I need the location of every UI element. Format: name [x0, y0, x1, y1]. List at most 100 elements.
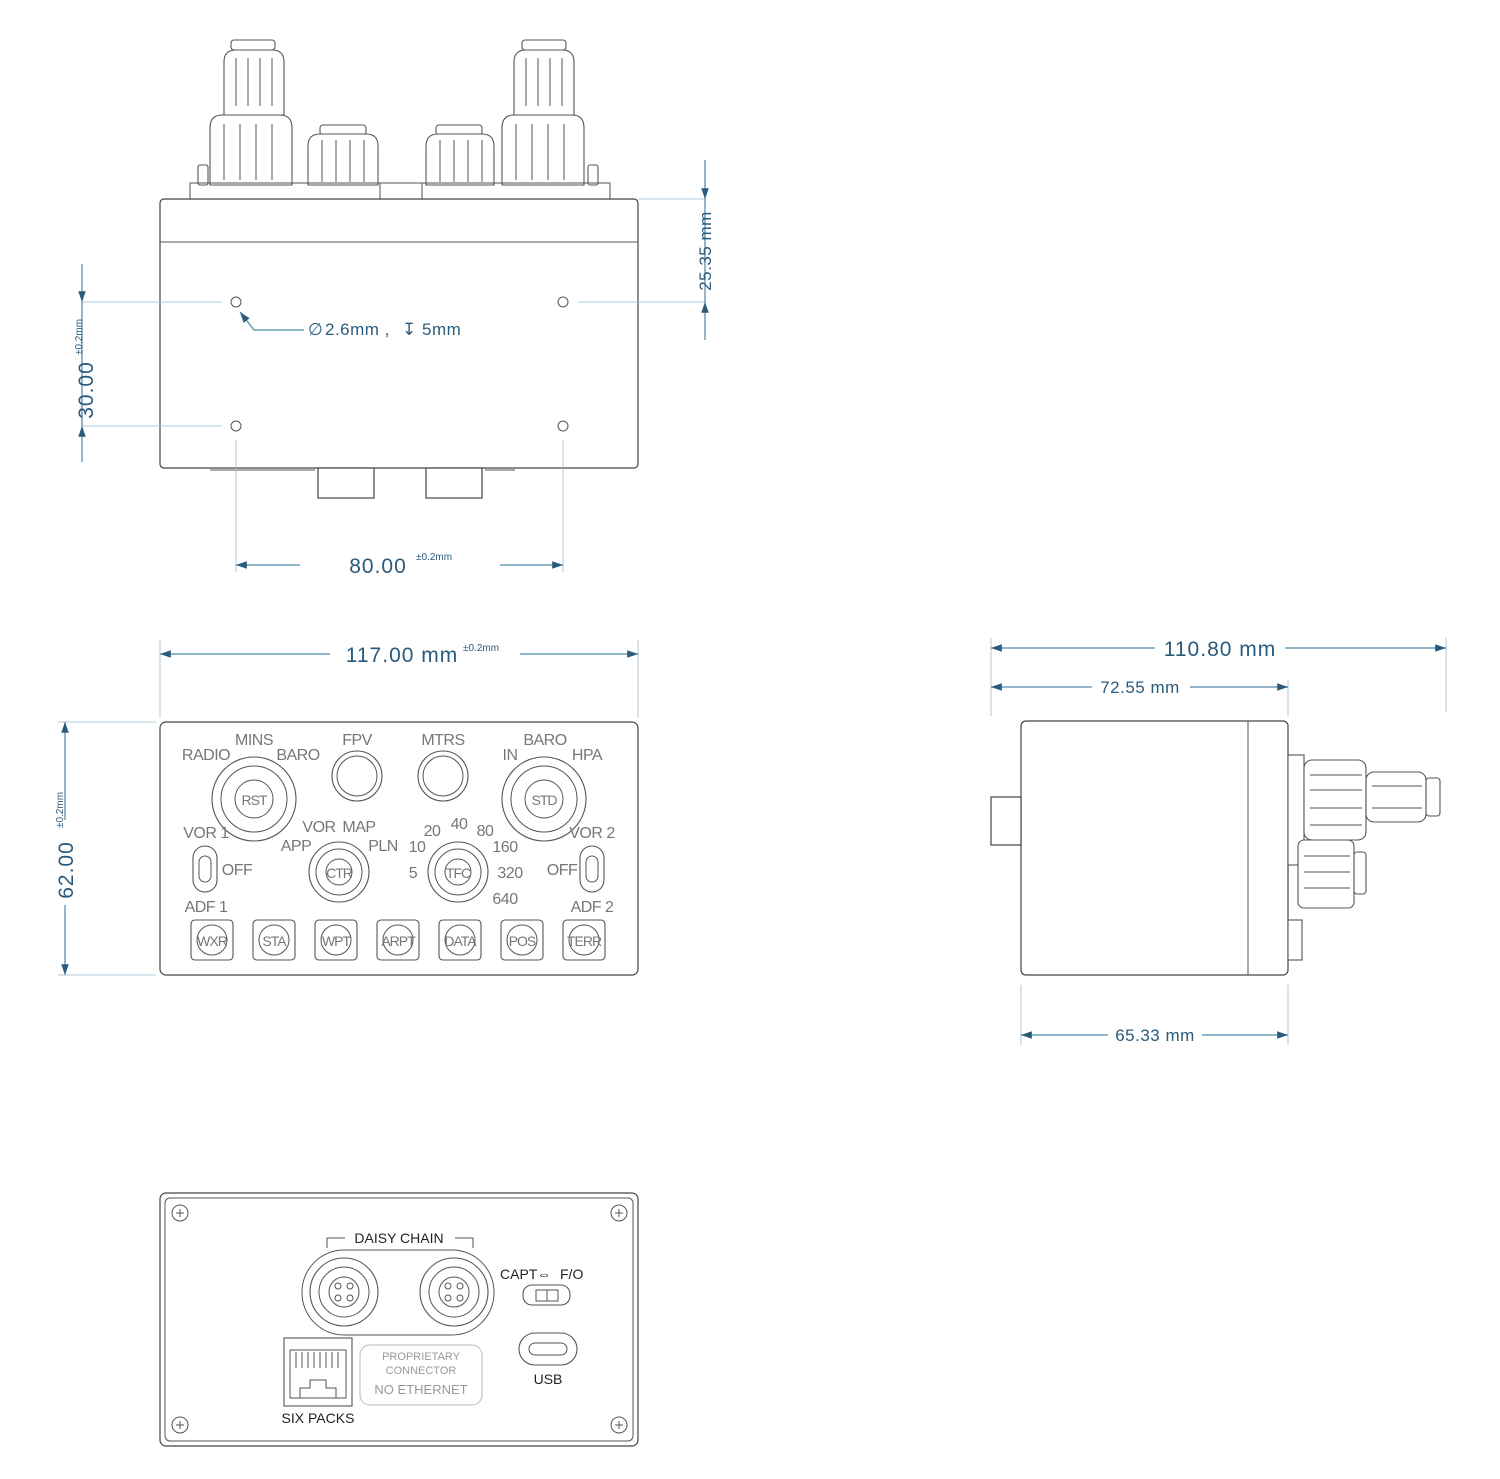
screw-icon: [610, 1204, 628, 1222]
svg-text:POS: POS: [509, 933, 536, 949]
screw-icon: [171, 1416, 189, 1434]
button-arpt[interactable]: ARPT: [376, 919, 420, 961]
label-range-40: 40: [451, 816, 468, 833]
label-range-80: 80: [477, 823, 494, 840]
top-knob-mid-left: [307, 124, 379, 186]
fpv-button[interactable]: [331, 750, 383, 802]
svg-text:STA: STA: [262, 933, 287, 949]
dim-front-height: 62.00: [55, 841, 78, 899]
svg-text:WPT: WPT: [322, 933, 352, 949]
label-map: MAP: [342, 819, 375, 836]
label-usb: USB: [534, 1371, 563, 1387]
label-no-ethernet: NO ETHERNET: [374, 1382, 467, 1397]
label-range-320: 320: [497, 865, 523, 882]
label-adf1: ADF 1: [185, 899, 228, 916]
side-knob-lower: [1297, 839, 1367, 909]
label-six-packs: SIX PACKS: [282, 1410, 355, 1426]
label-off-left: OFF: [222, 862, 253, 879]
back-panel: [159, 1192, 639, 1447]
dim-side-lower: 65.33 mm: [1115, 1026, 1195, 1045]
top-knob-left: [197, 39, 293, 186]
label-app: APP: [281, 838, 312, 855]
label-fpv: FPV: [342, 732, 372, 749]
label-range-20: 20: [424, 823, 441, 840]
vor-adf-2-toggle[interactable]: [579, 845, 605, 893]
back-view: DAISY CHAIN CAPT ⇔ F/O: [159, 1192, 639, 1447]
button-sta[interactable]: STA: [252, 919, 296, 961]
label-range-160: 160: [492, 839, 518, 856]
mount-hole: [557, 296, 569, 308]
side-knob-upper: [1287, 754, 1441, 866]
label-proprietary: PROPRIETARY: [382, 1351, 460, 1363]
label-range-10: 10: [409, 839, 426, 856]
label-pln: PLN: [368, 838, 398, 855]
label-hpa: HPA: [572, 747, 603, 764]
side-view: 110.80 mm 72.55 mm 65.33 mm: [990, 638, 1447, 1045]
label-baro-left: BARO: [276, 747, 319, 764]
mount-hole: [557, 420, 569, 432]
std-knob[interactable]: STD: [501, 756, 587, 842]
dim-side-body: 72.55 mm: [1100, 678, 1180, 697]
svg-text:CTR: CTR: [326, 865, 353, 881]
svg-text:STD: STD: [532, 792, 558, 808]
daisy-chain-connector-1[interactable]: [309, 1257, 379, 1327]
label-fo: F/O: [560, 1266, 583, 1282]
proprietary-note-box: [359, 1344, 483, 1406]
dim-front-width: 117.00 mm: [346, 644, 459, 667]
button-data[interactable]: DATA: [438, 919, 482, 961]
label-baro-right: BARO: [523, 732, 566, 749]
mtrs-button[interactable]: [417, 750, 469, 802]
dim-front-height-tol: ±0.2mm: [55, 792, 66, 828]
swap-arrow-icon: ⇔: [537, 1266, 551, 1282]
top-body: [159, 198, 639, 469]
label-capt: CAPT: [500, 1266, 538, 1282]
dim-top-height: 25.35 mm: [696, 211, 715, 291]
hole-spec-depth: 5mm: [422, 320, 461, 339]
diameter-symbol: ∅: [308, 320, 323, 339]
label-connector: CONNECTOR: [386, 1365, 457, 1377]
label-range-5: 5: [409, 865, 418, 882]
label-in: IN: [503, 747, 518, 764]
daisy-chain-connector-2[interactable]: [419, 1257, 489, 1327]
ctr-mode-knob[interactable]: CTR: [308, 841, 370, 903]
screw-icon: [171, 1204, 189, 1222]
svg-text:ARPT: ARPT: [381, 933, 416, 949]
capt-fo-switch[interactable]: [522, 1284, 571, 1306]
label-daisy-chain: DAISY CHAIN: [354, 1230, 443, 1246]
vor-adf-1-toggle[interactable]: [192, 845, 218, 893]
screw-icon: [610, 1416, 628, 1434]
label-vor1: VOR 1: [183, 825, 229, 842]
tfc-range-knob[interactable]: TFC: [427, 841, 489, 903]
label-radio: RADIO: [182, 747, 230, 764]
label-vor2: VOR 2: [569, 825, 615, 842]
dim-holes-horizontal-tol: ±0.2mm: [416, 552, 452, 563]
top-knob-mid-right: [425, 124, 495, 186]
svg-text:TERR: TERR: [567, 933, 602, 949]
six-packs-port[interactable]: [283, 1337, 353, 1407]
button-terr[interactable]: TERR: [562, 919, 606, 961]
label-range-640: 640: [492, 891, 518, 908]
button-wpt[interactable]: WPT: [314, 919, 358, 961]
rst-knob[interactable]: RST: [211, 756, 297, 842]
label-vor: VOR: [302, 819, 335, 836]
label-mins: MINS: [235, 732, 273, 749]
dim-holes-vertical-tol: ±0.2mm: [74, 319, 85, 355]
label-off-right: OFF: [547, 862, 578, 879]
label-adf2: ADF 2: [571, 899, 614, 916]
mount-hole: [230, 420, 242, 432]
dim-side-total: 110.80 mm: [1164, 638, 1277, 661]
label-mtrs: MTRS: [421, 732, 464, 749]
top-knob-right: [501, 39, 599, 186]
depth-symbol: ↧: [402, 320, 417, 339]
mount-hole: [230, 296, 242, 308]
top-view: 30.00 ±0.2mm 25.35 mm 80.00 ±0.2mm ∅ 2.6…: [74, 39, 715, 578]
daisy-chain-housing: [301, 1249, 495, 1336]
dim-holes-vertical: 30.00: [75, 361, 98, 419]
svg-text:RST: RST: [242, 792, 268, 808]
dim-holes-horizontal: 80.00: [349, 555, 407, 578]
button-pos[interactable]: POS: [500, 919, 544, 961]
usb-c-port[interactable]: [518, 1332, 578, 1366]
button-wxr[interactable]: WXR: [190, 919, 234, 961]
hole-spec-diameter: 2.6mm ,: [325, 320, 390, 339]
